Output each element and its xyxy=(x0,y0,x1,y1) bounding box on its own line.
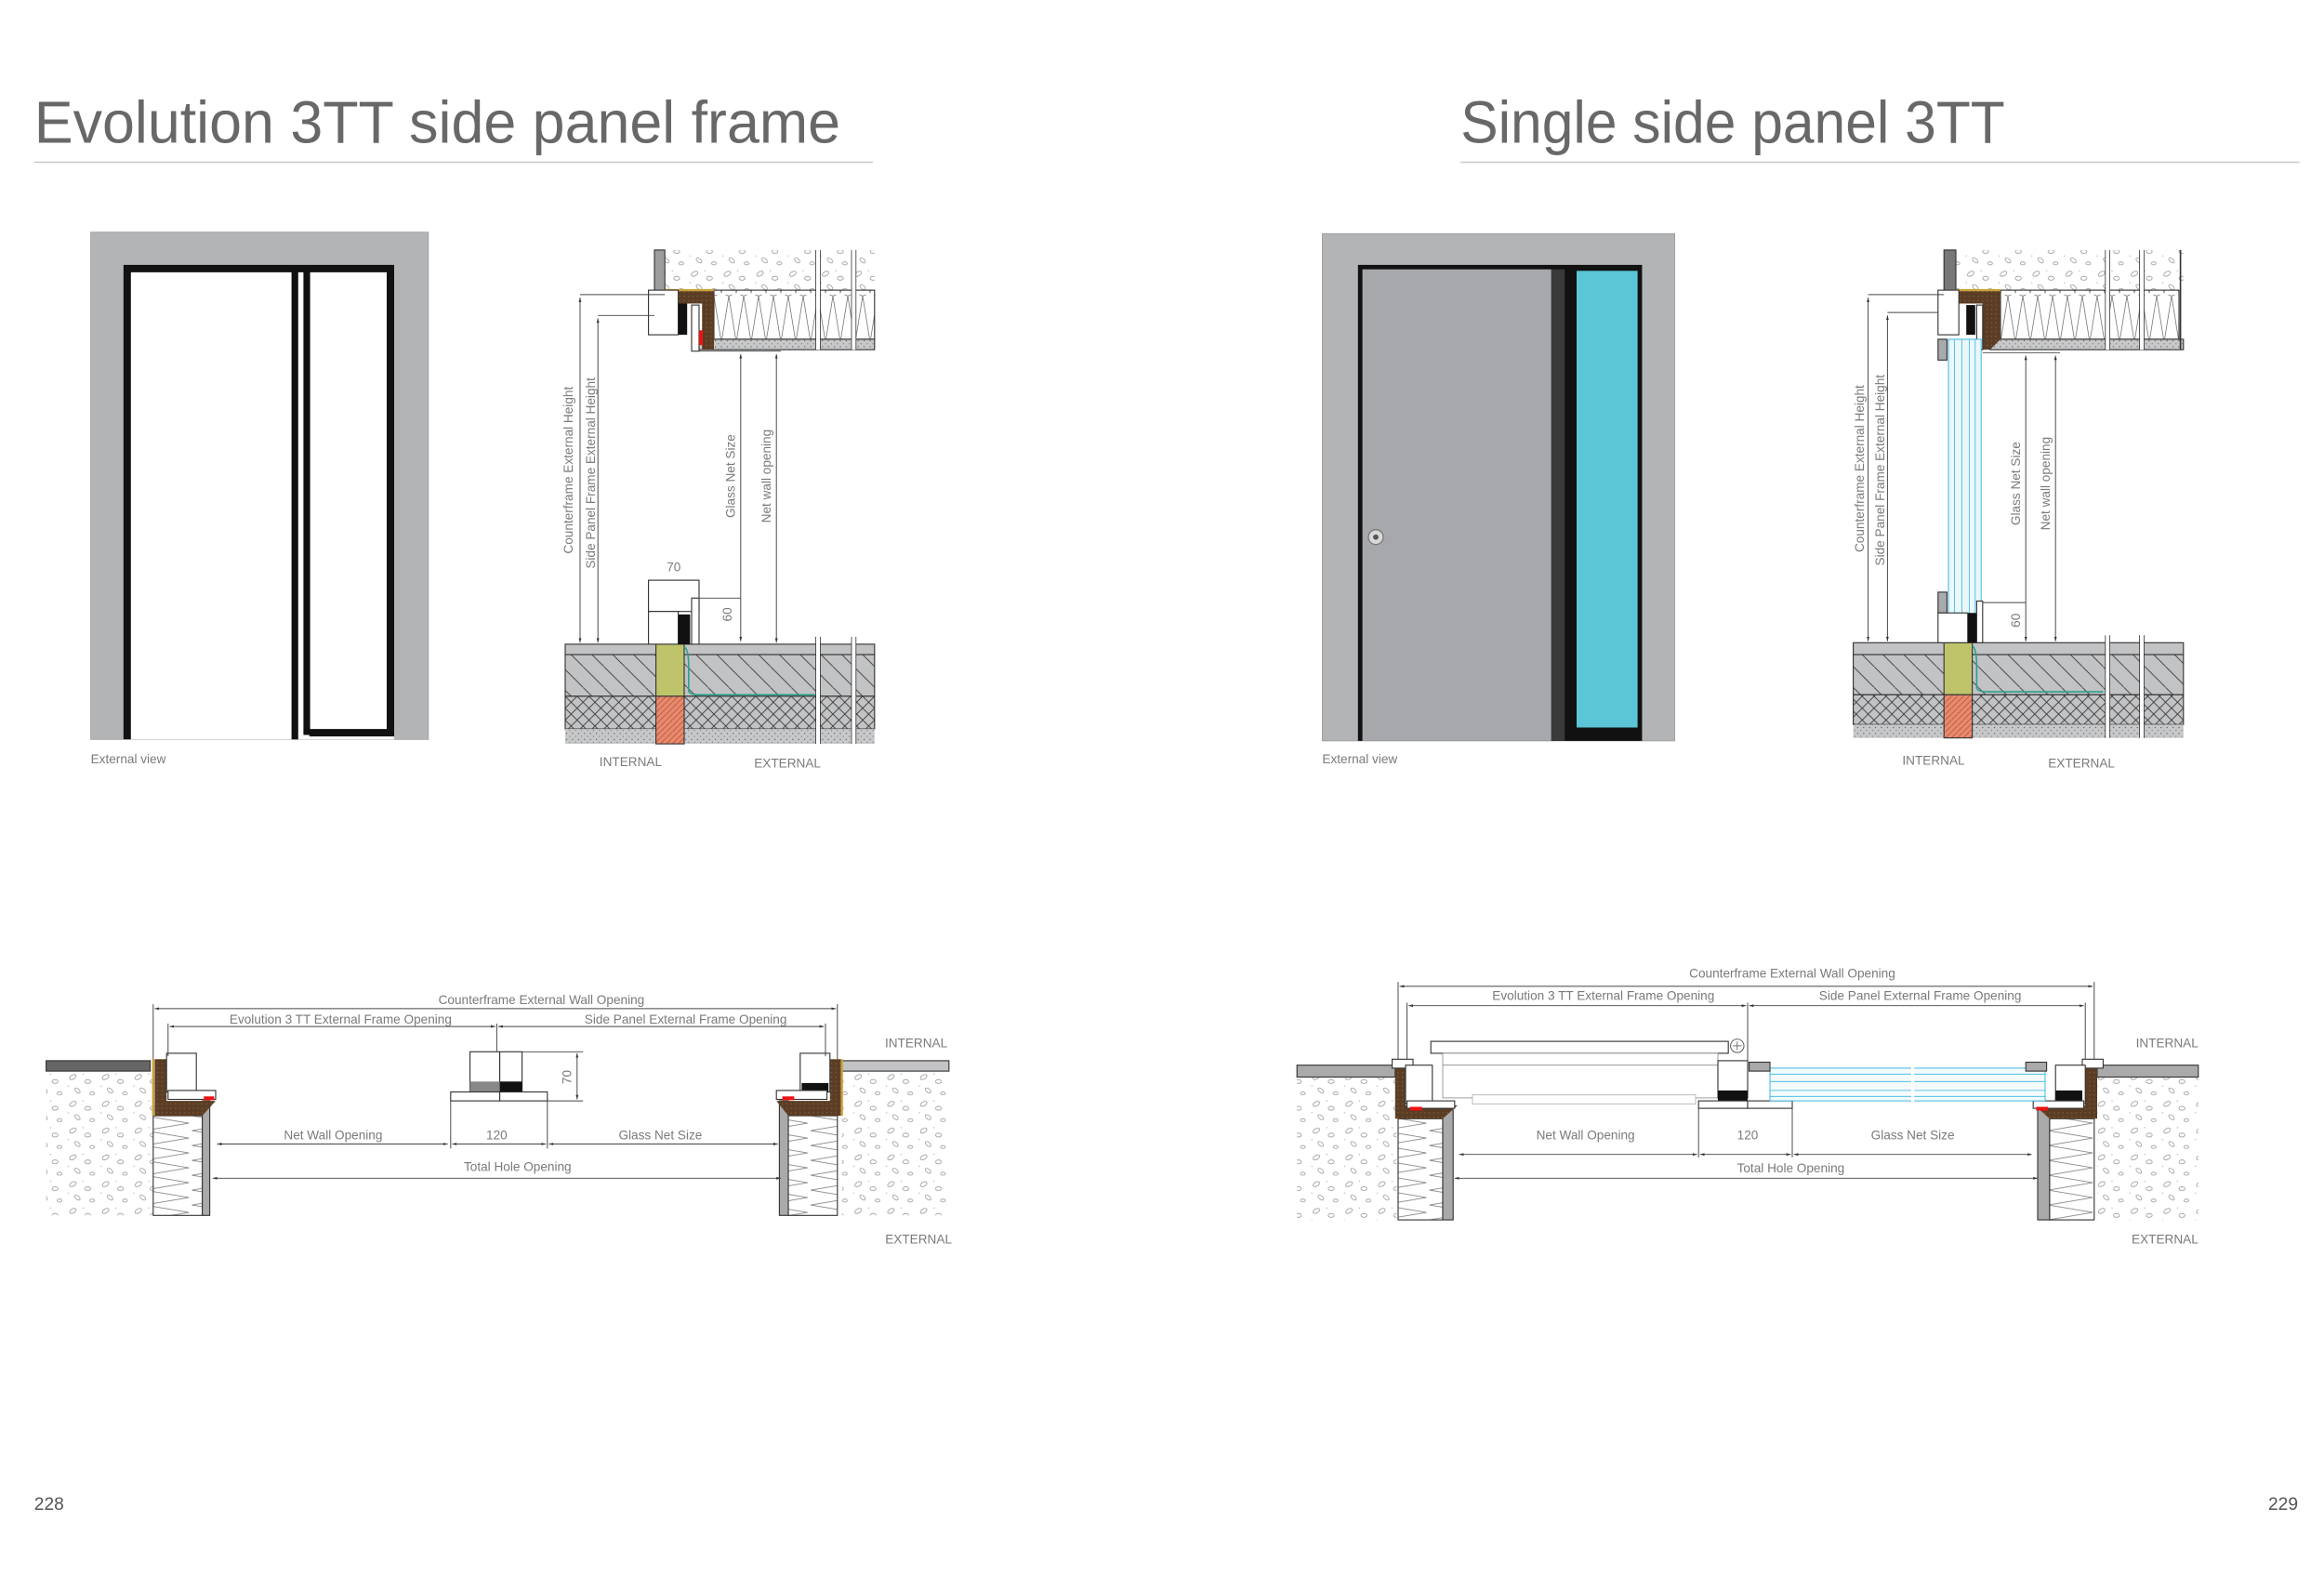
dim-60-label: 60 xyxy=(720,607,734,622)
dim-120-label: 120 xyxy=(1737,1129,1759,1143)
frame-outline xyxy=(123,264,394,740)
internal-label: INTERNAL xyxy=(1902,754,1965,768)
external-label: EXTERNAL xyxy=(754,757,821,771)
counterframe-height-label: Counterframe External Height xyxy=(561,387,575,554)
internal-label: INTERNAL xyxy=(885,1037,948,1051)
dim-70-label: 70 xyxy=(560,1070,574,1085)
elevation-view: External view xyxy=(90,231,429,766)
left-page: Evolution 3TT side panel frame External … xyxy=(34,89,953,1514)
evolution-opening-label: Evolution 3 TT External Frame Opening xyxy=(230,1012,452,1026)
glass-net-size-label: Glass Net Size xyxy=(2009,442,2023,525)
plan-section: Counterframe External Wall Opening Evolu… xyxy=(1296,966,2199,1247)
page-title: Evolution 3TT side panel frame xyxy=(34,89,840,156)
internal-label: INTERNAL xyxy=(2136,1037,2199,1051)
vertical-section: Counterframe External Height Side Panel … xyxy=(1853,249,2185,771)
page-number: 229 xyxy=(2268,1495,2298,1514)
door-leaf-plan xyxy=(1430,1038,1793,1109)
elevation-caption: External view xyxy=(1322,752,1397,766)
thermal-break xyxy=(655,643,685,697)
glass-net-size-label: Glass Net Size xyxy=(1871,1129,1955,1143)
external-label: EXTERNAL xyxy=(2048,757,2115,771)
side-panel-height-label: Side Panel Frame External Height xyxy=(1873,375,1887,566)
plan-section: Counterframe External Wall Opening Evolu… xyxy=(46,993,952,1247)
internal-label: INTERNAL xyxy=(600,755,663,769)
glass-pane-section xyxy=(1948,338,1982,626)
elevation-caption: External view xyxy=(91,752,166,766)
mullion-left xyxy=(291,268,298,740)
net-wall-opening-label: Net wall opening xyxy=(2039,437,2053,531)
glass-net-size-label: Glass Net Size xyxy=(618,1129,702,1143)
external-label: EXTERNAL xyxy=(2132,1233,2199,1247)
door-opening xyxy=(123,264,395,740)
sliding-door-leaf xyxy=(1362,269,1552,741)
side-panel-height-label: Side Panel Frame External Height xyxy=(584,377,598,569)
elevation-view: External view xyxy=(1322,232,1675,766)
net-wall-opening-label: Net Wall Opening xyxy=(1537,1129,1635,1143)
net-wall-opening-label: Net Wall Opening xyxy=(284,1129,382,1143)
glass-net-size-label: Glass Net Size xyxy=(723,434,737,518)
page-title: Single side panel 3TT xyxy=(1460,89,2005,156)
counterframe-opening-label: Counterframe External Wall Opening xyxy=(439,993,645,1007)
total-hole-opening-label: Total Hole Opening xyxy=(464,1159,572,1173)
evolution-opening-label: Evolution 3 TT External Frame Opening xyxy=(1492,988,1714,1002)
glass-side-panel xyxy=(1577,271,1638,728)
page-number: 228 xyxy=(34,1495,64,1514)
side-panel-opening-label: Side Panel External Frame Opening xyxy=(1819,988,2022,1002)
external-label: EXTERNAL xyxy=(885,1233,952,1247)
glass-panel-plan xyxy=(1749,1061,2048,1107)
vertical-section: Counterframe External Height Side Panel … xyxy=(561,249,876,771)
dim-60-label: 60 xyxy=(2009,613,2023,628)
mullion-right xyxy=(303,268,310,735)
counterframe-opening-label: Counterframe External Wall Opening xyxy=(1689,966,1895,980)
total-hole-opening-label: Total Hole Opening xyxy=(1737,1161,1845,1175)
counterframe-height-label: Counterframe External Height xyxy=(1853,385,1867,552)
side-panel-opening-label: Side Panel External Frame Opening xyxy=(585,1012,787,1026)
dim-120-label: 120 xyxy=(486,1129,508,1143)
dim-70-label: 70 xyxy=(667,561,681,575)
net-wall-opening-label: Net wall opening xyxy=(759,430,773,523)
right-page: Single side panel 3TT External view xyxy=(1296,89,2300,1514)
